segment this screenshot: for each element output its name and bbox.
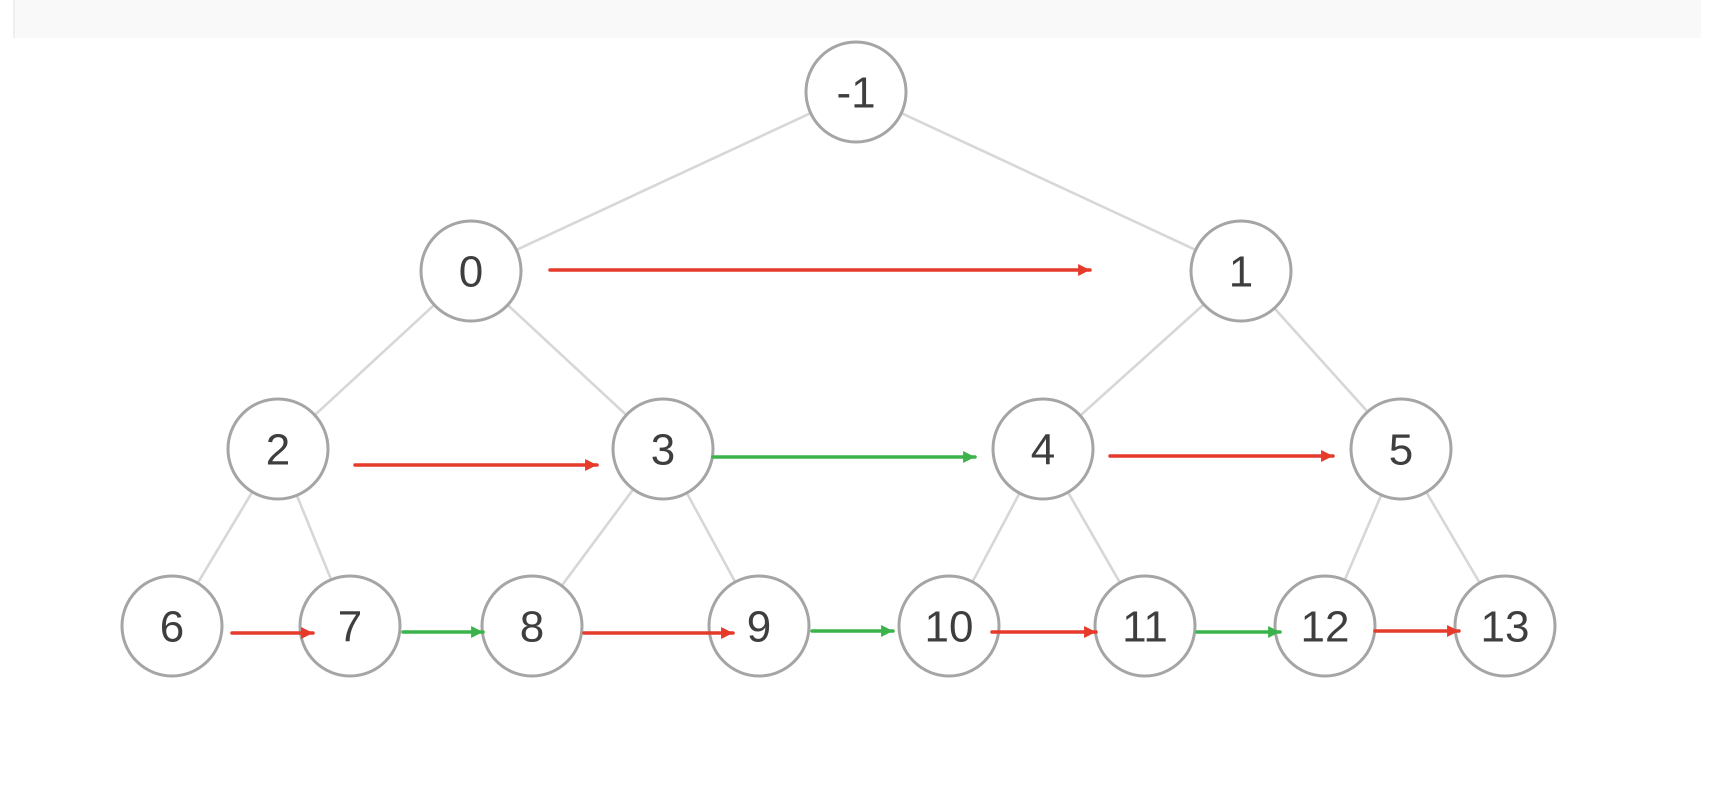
tree-node-label-8: 8: [520, 603, 544, 652]
tree-node-12: 12: [1273, 574, 1377, 678]
tree-node-label--1: -1: [836, 69, 875, 118]
tree-edge--1-1: [900, 111, 1197, 252]
tree-node-circle-12: [1273, 574, 1377, 678]
tree-node-circle-0: [419, 219, 523, 323]
tree-node-circle-2: [226, 397, 330, 501]
tree-node-label-5: 5: [1389, 426, 1413, 475]
tree-node-label-12: 12: [1301, 603, 1350, 652]
tree-node-circle-5: [1349, 397, 1453, 501]
tree-edge-4-11: [1066, 491, 1122, 584]
tree-node-label-13: 13: [1481, 603, 1530, 652]
tree-node-label-3: 3: [651, 426, 675, 475]
tree-edge-2-7: [295, 494, 333, 581]
tree-node-circle-7: [298, 574, 402, 678]
tree-node-7: 7: [298, 574, 402, 678]
tree-node-label-7: 7: [338, 603, 362, 652]
tree-edge-3-9: [685, 492, 737, 583]
tree-node-label-11: 11: [1122, 603, 1168, 652]
tree-node-circle-3: [611, 397, 715, 501]
tree-node-circle-4: [991, 397, 1095, 501]
tree-edge-5-12: [1343, 494, 1383, 581]
tree-edges: [196, 111, 1481, 587]
tree-node-2: 2: [226, 397, 330, 501]
tree-node-9: 9: [707, 574, 811, 678]
tree-node-label-1: 1: [1229, 248, 1253, 297]
tree-edge-4-10: [971, 492, 1021, 583]
tree-node-circle-9: [707, 574, 811, 678]
tree-edge-0-3: [506, 304, 628, 416]
tree-node-circle-8: [480, 574, 584, 678]
tree-node-circle-10: [897, 574, 1001, 678]
tree-node-8: 8: [480, 574, 584, 678]
tree-node-label-10: 10: [925, 603, 974, 652]
tree-node-label-6: 6: [160, 603, 184, 652]
tree-node-4: 4: [991, 397, 1095, 501]
tree-edge-1-5: [1273, 307, 1369, 413]
tree-node-circle-11: [1093, 574, 1197, 678]
tree-edge-1-4: [1079, 303, 1205, 417]
tree-node-13: 13: [1453, 574, 1557, 678]
tree-node--1: -1: [804, 40, 908, 144]
top-panel-strip: [13, 0, 1701, 38]
tree-edge-5-13: [1425, 491, 1481, 584]
tree-edge-2-6: [196, 491, 254, 584]
next-pointers: [230, 264, 1461, 639]
tree-node-11: 11: [1093, 574, 1197, 678]
tree-edge-3-8: [560, 488, 635, 587]
tree-edge--1-0: [515, 111, 812, 252]
tree-node-circle-1: [1189, 219, 1293, 323]
tree-node-6: 6: [120, 574, 224, 678]
tree-node-0: 0: [419, 219, 523, 323]
tree-node-label-9: 9: [747, 603, 771, 652]
tree-node-3: 3: [611, 397, 715, 501]
tree-node-10: 10: [897, 574, 1001, 678]
tree-node-label-0: 0: [459, 248, 483, 297]
tree-node-circle-6: [120, 574, 224, 678]
tree-node-1: 1: [1189, 219, 1293, 323]
tree-edge-0-2: [313, 303, 436, 417]
tree-node-circle--1: [804, 40, 908, 144]
tree-node-label-2: 2: [266, 426, 290, 475]
tree-node-5: 5: [1349, 397, 1453, 501]
tree-node-label-4: 4: [1031, 426, 1055, 475]
